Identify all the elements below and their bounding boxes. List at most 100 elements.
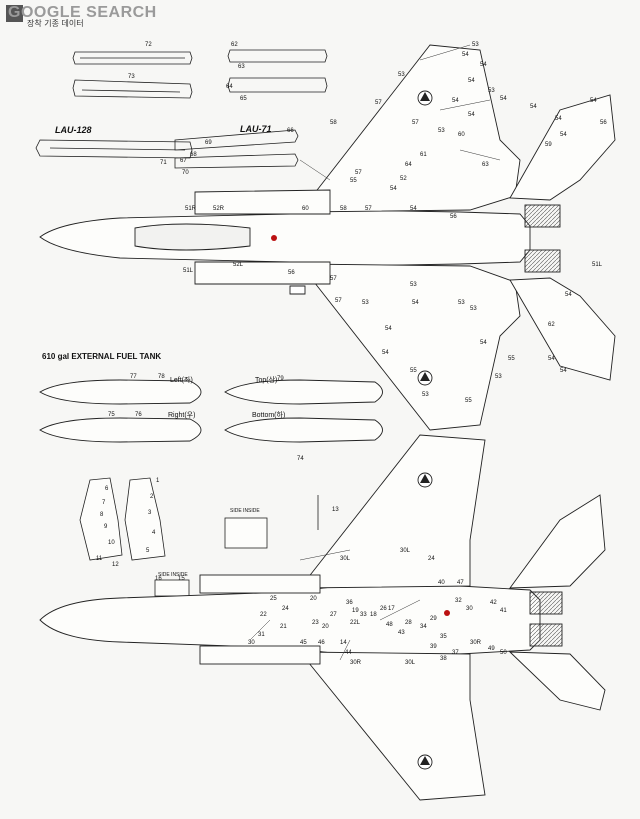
seat-right — [124, 477, 166, 561]
callout-top-view: 57 — [365, 206, 372, 212]
callout-seat: 7 — [102, 500, 106, 506]
callout-bottom-view: 33 — [360, 612, 367, 618]
rail-64-65 — [227, 77, 328, 93]
leader-lines — [249, 44, 501, 661]
lau71-rail-a — [174, 129, 299, 151]
watermark-text: GOOGLE SEARCH — [8, 4, 157, 21]
callout-top-view: 54 — [530, 104, 537, 110]
callout-top-view: 53 — [458, 300, 465, 306]
callout-top-view: 51L — [592, 262, 603, 268]
callout-bottom-view: 24 — [428, 556, 435, 562]
callout-top-view: 53 — [398, 72, 405, 78]
callout-tank: 77 — [130, 374, 137, 380]
callout-bottom-view: 22L — [350, 620, 361, 626]
callout-top-view: 54 — [385, 326, 392, 332]
callout-top-view: 54 — [480, 340, 487, 346]
callout-top-view: 54 — [560, 132, 567, 138]
callout-bottom-view: 36 — [346, 600, 353, 606]
watermark-logo — [6, 5, 23, 22]
callout-bottom-view: 48 — [386, 622, 393, 628]
callout-bottom-view: 44 — [345, 650, 352, 656]
callout-lau: 72 — [145, 42, 152, 48]
callout-top-view: 55 — [508, 356, 515, 362]
rail-62-63 — [227, 49, 328, 63]
callout-bottom-view: 18 — [370, 612, 377, 618]
tank-bottom — [224, 417, 383, 443]
callout-lau: 68 — [190, 152, 197, 158]
callout-top-view: 57 — [330, 276, 337, 282]
callout-top-view: 52L — [233, 262, 244, 268]
callout-top-view: 54 — [548, 356, 555, 362]
callout-bottom-view: 30R — [470, 640, 482, 646]
callout-top-view: 61 — [420, 152, 427, 158]
top-stab-upper — [509, 94, 616, 201]
callout-seat: 5 — [146, 548, 150, 554]
callout-bottom-view: 38 — [440, 656, 447, 662]
callout-top-view: 53 — [470, 306, 477, 312]
callout-lau: 69 — [205, 140, 212, 146]
callout-top-view: 51L — [183, 268, 194, 274]
callout-bottom-view: 21 — [280, 624, 287, 630]
callout-top-view: 53 — [495, 374, 502, 380]
top-intake-upper — [194, 189, 331, 215]
callout-top-view: 52 — [400, 176, 407, 182]
fuel-tank-title: 610 gal EXTERNAL FUEL TANK — [42, 352, 162, 361]
side-inside-label: SIDE INSIDE — [230, 508, 260, 514]
bottom-intake-upper — [199, 574, 321, 594]
callout-top-view: 53 — [362, 300, 369, 306]
callout-top-view: 54 — [468, 78, 475, 84]
callout-tank: 75 — [108, 412, 115, 418]
lau128-rail — [35, 139, 193, 159]
callout-top-view: 54 — [500, 96, 507, 102]
callout-bottom-view: 49 — [488, 646, 495, 652]
callout-bottom-view: 22 — [260, 612, 267, 618]
callout-top-view: 57 — [375, 100, 382, 106]
bottom-wing-lower — [299, 651, 486, 801]
callout-top-view: 53 — [438, 128, 445, 134]
callout-top-view: 53 — [488, 88, 495, 94]
callout-bottom-view: 46 — [318, 640, 325, 646]
callout-lau: 73 — [128, 74, 135, 80]
callout-lau: 63 — [238, 64, 245, 70]
callout-top-view: 53 — [422, 392, 429, 398]
callout-seat: 8 — [100, 512, 104, 518]
callout-bottom-view: 28 — [405, 620, 412, 626]
callout-bottom-view: 32 — [455, 598, 462, 604]
lau71-title: LAU-71 — [240, 124, 272, 134]
callout-bottom-view: 14 — [340, 640, 347, 646]
callout-top-view: 54 — [462, 52, 469, 58]
aircraft-top-view — [39, 44, 616, 431]
callout-lau: 62 — [231, 42, 238, 48]
bottom-fin-upper — [509, 494, 606, 589]
callout-lau: 65 — [240, 96, 247, 102]
callout-bottom-view: 30R — [350, 660, 362, 666]
callout-bottom-view: 42 — [490, 600, 497, 606]
callout-bottom-view: 41 — [500, 608, 507, 614]
bottom-fin-lower — [508, 651, 606, 711]
callout-seat: 3 — [148, 510, 152, 516]
bottom-intake-lower — [199, 645, 321, 665]
tank-right-label: Right(우) — [168, 412, 196, 419]
callout-tank: 74 — [297, 456, 304, 462]
callout-bottom-view: 13 — [332, 507, 339, 513]
callout-seat: 10 — [108, 540, 115, 546]
lau128-title: LAU-128 — [55, 125, 92, 135]
top-wing-lower — [299, 263, 521, 431]
bottom-nozzle-upper — [529, 591, 563, 615]
callout-tank: 79 — [277, 376, 284, 382]
callout-bottom-view: 17 — [388, 606, 395, 612]
callout-top-view: 53 — [410, 282, 417, 288]
callout-top-view: 60 — [302, 206, 309, 212]
callout-top-view: 54 — [468, 112, 475, 118]
callout-bottom-view: 37 — [452, 650, 459, 656]
callout-bottom-view: 25 — [270, 596, 277, 602]
seat-left — [79, 477, 123, 561]
tank-bottom-label: Bottom(하) — [252, 412, 286, 419]
top-nozzle-upper — [524, 204, 561, 228]
callout-seat: 1 — [156, 478, 160, 484]
callout-top-view: 57 — [412, 120, 419, 126]
callout-top-view: 54 — [565, 292, 572, 298]
top-intake-lower — [194, 261, 331, 285]
callout-top-view: 56 — [450, 214, 457, 220]
callout-top-view: 62 — [548, 322, 555, 328]
